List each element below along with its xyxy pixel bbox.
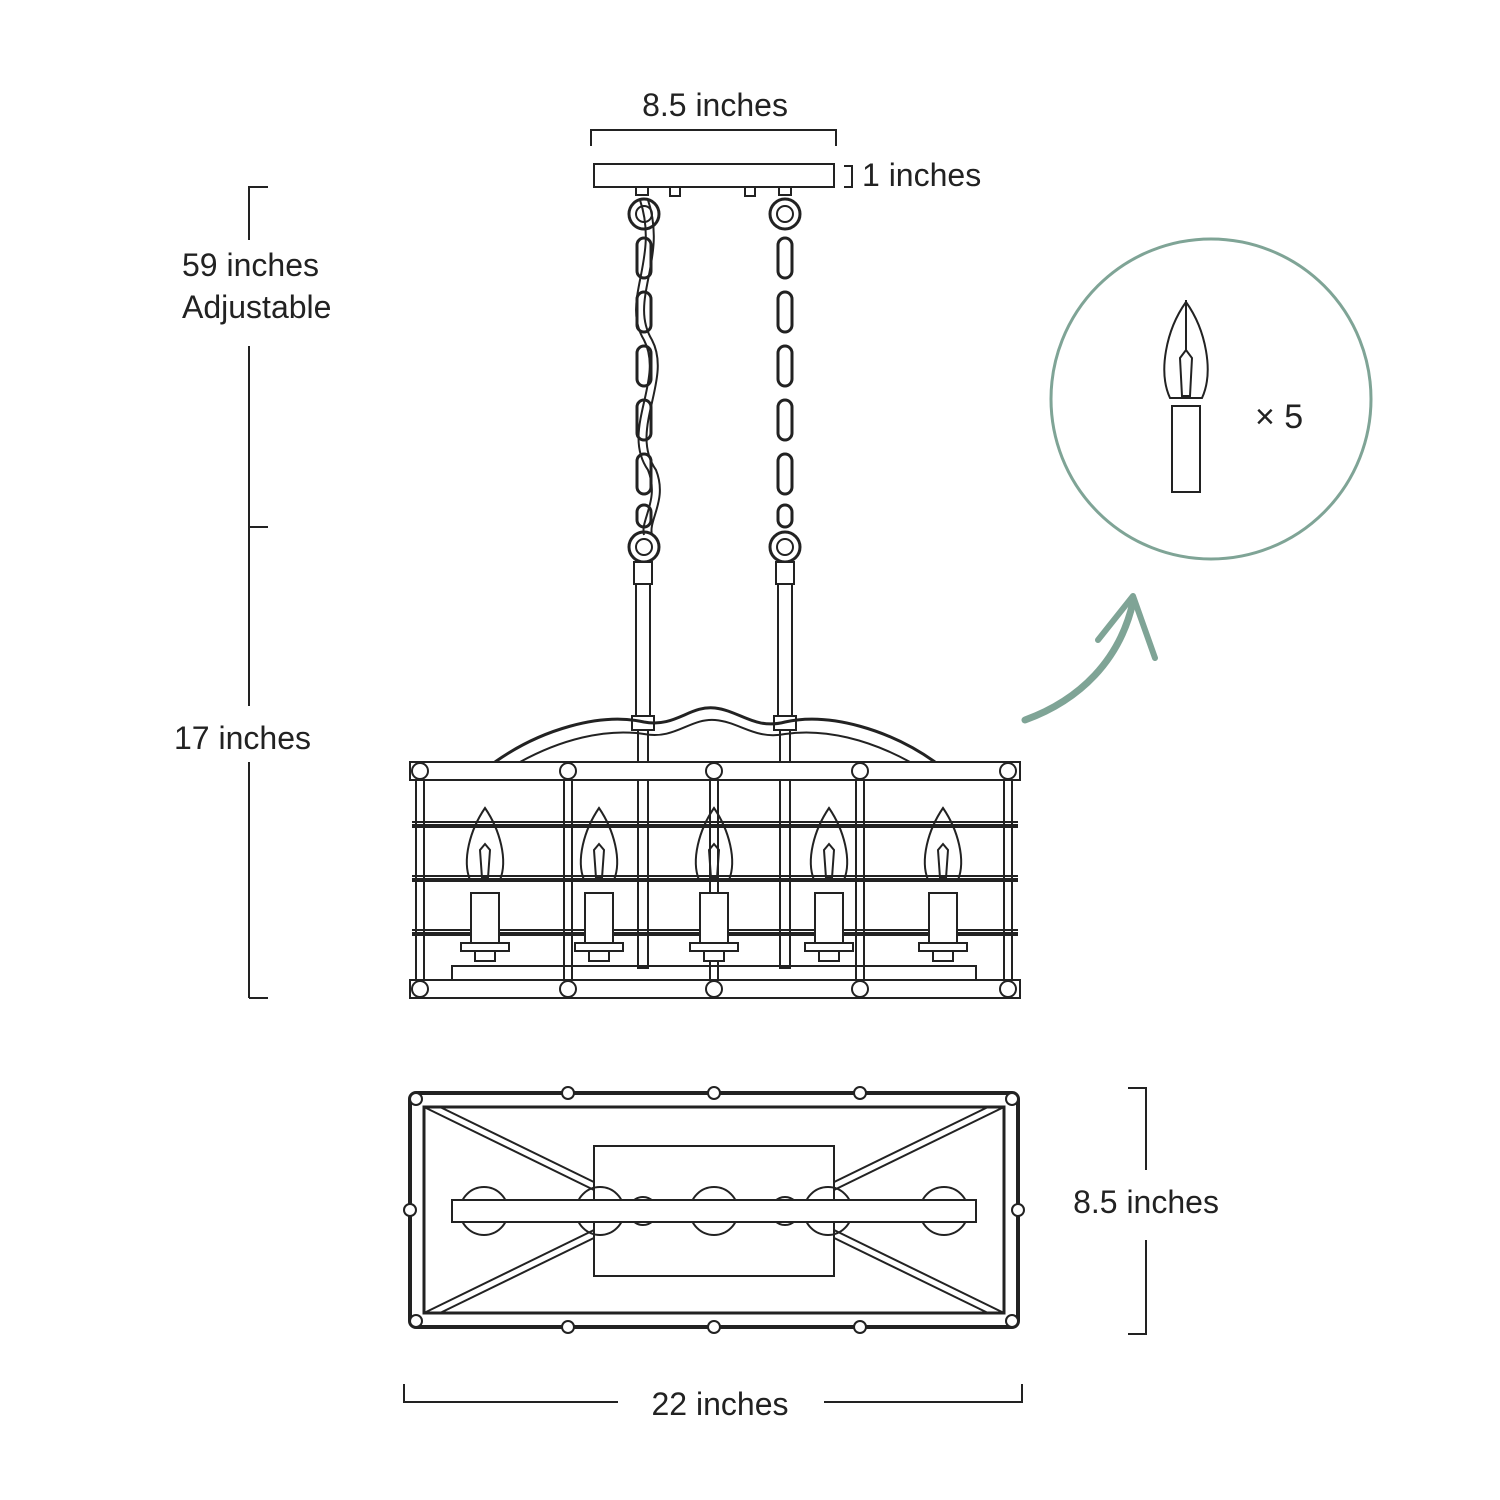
callout-arrow	[1021, 593, 1158, 724]
candelabra-bulb-icon	[1163, 300, 1209, 493]
candle-bulb	[804, 806, 854, 962]
canopy-height-dimension: 1 inches	[844, 157, 981, 193]
right-chain	[768, 197, 802, 564]
candle-bulb	[918, 806, 968, 962]
bulb-quantity-label: × 5	[1255, 398, 1303, 436]
canopy	[593, 163, 835, 197]
candle-bulb	[689, 806, 739, 962]
body-length-dimension: 22 inches	[403, 1384, 1023, 1422]
candle-bulb	[574, 806, 624, 962]
body-depth-dimension: 8.5 inches	[1073, 1087, 1219, 1335]
bulb-callout: × 5	[1049, 237, 1373, 561]
body-depth-label: 8.5 inches	[1073, 1184, 1219, 1220]
arched-top-bar	[494, 706, 936, 764]
candle-bulb	[460, 806, 510, 962]
adjustable-label: Adjustable	[182, 289, 331, 325]
canopy-width-dimension: 8.5 inches	[590, 87, 837, 146]
canopy-width-label: 8.5 inches	[642, 87, 788, 123]
candle-bulbs	[460, 806, 968, 962]
chain-length-label: 59 inches	[182, 247, 319, 283]
left-chain	[627, 197, 661, 564]
chain-length-dimension: 59 inches Adjustable	[182, 186, 331, 528]
body-height-label: 17 inches	[174, 720, 311, 756]
canopy-height-label: 1 inches	[862, 157, 981, 193]
top-view	[403, 1086, 1025, 1334]
body-height-dimension: 17 inches	[174, 527, 311, 999]
body-length-label: 22 inches	[652, 1386, 789, 1422]
